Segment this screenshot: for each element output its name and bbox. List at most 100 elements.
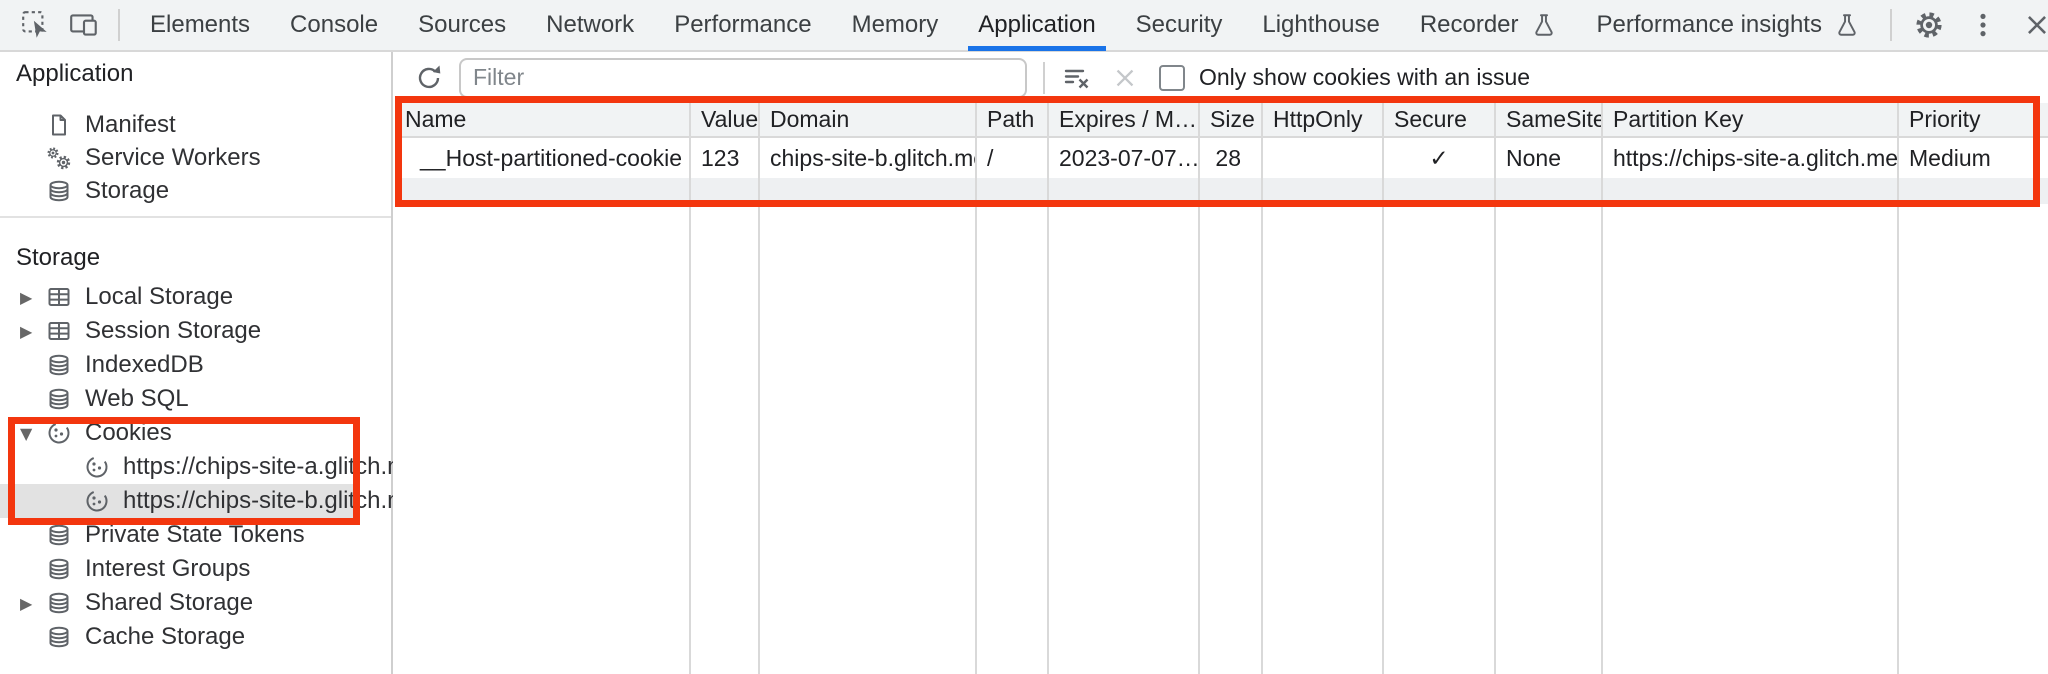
cookies-panel: Only show cookies with an issue Name Val…: [393, 52, 2048, 674]
chevron-down-icon[interactable]: ▼: [20, 423, 33, 443]
column-header-secure[interactable]: Secure: [1384, 103, 1496, 136]
cell-value: 123: [691, 138, 760, 178]
cell-domain: chips-site-b.glitch.me: [760, 138, 977, 178]
empty-cell: [1603, 178, 1899, 204]
tab-sources[interactable]: Sources: [418, 11, 507, 38]
column-header-expires[interactable]: Expires / M…: [1049, 103, 1200, 136]
tab-application[interactable]: Application: [958, 0, 1115, 51]
chevron-right-icon[interactable]: ▶: [20, 321, 33, 341]
tab-performance-insights[interactable]: Performance insights: [1577, 0, 1880, 50]
experiment-flask-icon: [1834, 12, 1860, 38]
cell-secure-checkmark: ✓: [1384, 138, 1496, 178]
empty-cell: [1049, 178, 1200, 204]
tab-security[interactable]: Security: [1135, 11, 1223, 38]
tab-console[interactable]: Console: [290, 11, 379, 38]
tab-elements[interactable]: Elements: [150, 11, 251, 38]
sidebar-item-local-storage[interactable]: ▶ Local Storage: [0, 280, 391, 314]
empty-cell: [1384, 178, 1496, 204]
tab-recorder[interactable]: Recorder: [1400, 0, 1577, 50]
sidebar-item-label: Service Workers: [85, 143, 261, 171]
empty-cell: [760, 204, 977, 674]
cookie-table-header: Name Value Domain Path Expires / M… Size…: [395, 103, 2048, 138]
cell-path: /: [977, 138, 1049, 178]
sidebar-item-cookies-chips-site-a[interactable]: https://chips-site-a.glitch.me: [0, 450, 420, 484]
sidebar-item-label: https://chips-site-a.glitch.me: [123, 453, 421, 480]
filter-input[interactable]: [459, 57, 1027, 98]
sidebar-item-interest-groups[interactable]: Interest Groups: [0, 552, 391, 586]
tab-performance[interactable]: Performance: [674, 11, 812, 38]
column-header-path[interactable]: Path: [977, 103, 1049, 136]
column-header-name[interactable]: Name: [395, 103, 691, 136]
tab-performance-insights-label: Performance insights: [1596, 11, 1822, 38]
inspect-element-icon[interactable]: [18, 7, 54, 43]
database-icon: [46, 522, 72, 548]
cell-partition-key: https://chips-site-a.glitch.me: [1603, 138, 1899, 178]
sidebar-item-private-state-tokens[interactable]: Private State Tokens: [0, 518, 391, 552]
sidebar-item-session-storage[interactable]: ▶ Session Storage: [0, 314, 391, 348]
database-icon: [46, 624, 72, 650]
cell-name: __Host-partitioned-cookie: [395, 138, 691, 178]
empty-cell: [691, 178, 760, 204]
clear-filter-icon[interactable]: [1061, 62, 1093, 94]
sidebar-item-label: Storage: [85, 176, 170, 204]
column-header-httponly[interactable]: HttpOnly: [1263, 103, 1384, 136]
cookie-table-empty-stripe-row: [395, 178, 2048, 204]
sidebar-item-cache-storage[interactable]: Cache Storage: [0, 620, 391, 654]
devtools-tabbar: Elements Console Sources Network Perform…: [0, 0, 2048, 52]
table-grid-icon: [46, 284, 72, 310]
empty-cell: [977, 204, 1049, 674]
storage-tree: ▶ Local Storage ▶ Session Storage Indexe…: [0, 280, 420, 654]
empty-cell: [1899, 204, 2048, 674]
column-header-samesite[interactable]: SameSite: [1496, 103, 1603, 136]
only-show-issue-checkbox[interactable]: [1159, 64, 1185, 91]
column-header-domain[interactable]: Domain: [760, 103, 977, 136]
chevron-right-icon[interactable]: ▶: [20, 593, 33, 613]
sidebar-item-service-workers[interactable]: Service Workers: [0, 141, 391, 174]
sidebar-item-label: Private State Tokens: [85, 521, 305, 548]
sidebar-item-web-sql[interactable]: Web SQL: [0, 382, 391, 416]
sidebar-item-indexeddb[interactable]: IndexedDB: [0, 348, 391, 382]
sidebar-section-application: Application: [16, 60, 134, 87]
settings-gear-icon[interactable]: [1911, 7, 1947, 43]
empty-cell: [760, 178, 977, 204]
empty-cell: [1263, 204, 1384, 674]
sidebar-item-label: Manifest: [85, 110, 176, 138]
database-icon: [46, 556, 72, 582]
sidebar-item-cookies[interactable]: ▼ Cookies: [0, 416, 391, 450]
only-show-issue-label: Only show cookies with an issue: [1199, 64, 1531, 90]
tab-lighthouse[interactable]: Lighthouse: [1262, 11, 1380, 38]
device-toolbar-icon[interactable]: [66, 7, 102, 43]
empty-cell: [1496, 204, 1603, 674]
column-header-value[interactable]: Value: [691, 103, 760, 136]
empty-cell: [691, 204, 760, 674]
empty-cell: [1603, 204, 1899, 674]
cookie-table-empty-area: [395, 204, 2048, 674]
column-header-size[interactable]: Size: [1200, 103, 1263, 136]
delete-cookie-icon[interactable]: [1109, 62, 1141, 94]
cookie-table-row[interactable]: __Host-partitioned-cookie 123 chips-site…: [395, 138, 2048, 178]
sidebar-item-shared-storage[interactable]: ▶ Shared Storage: [0, 586, 391, 620]
close-devtools-icon[interactable]: [2019, 7, 2048, 43]
kebab-menu-icon[interactable]: [1965, 7, 2001, 43]
column-header-priority[interactable]: Priority: [1909, 106, 1981, 132]
column-header-partition-key[interactable]: Partition Key: [1603, 103, 1899, 136]
cell-priority: Medium: [1909, 144, 1991, 171]
sidebar-item-label: Shared Storage: [85, 589, 254, 616]
empty-cell: [1049, 204, 1200, 674]
toolbar-separator: [1043, 61, 1045, 94]
database-icon: [46, 352, 72, 378]
tab-memory[interactable]: Memory: [851, 11, 939, 38]
sidebar-divider: [0, 216, 391, 218]
cell-samesite: None: [1496, 138, 1603, 178]
sidebar-item-label: IndexedDB: [85, 351, 204, 378]
chevron-right-icon[interactable]: ▶: [20, 287, 33, 307]
sidebar-item-storage[interactable]: Storage: [0, 174, 391, 207]
sidebar-item-cookies-chips-site-b[interactable]: https://chips-site-b.glitch.me: [0, 484, 420, 518]
database-icon: [46, 178, 72, 204]
sidebar-item-manifest[interactable]: Manifest: [0, 108, 391, 141]
tabbar-right-controls: [1880, 7, 2048, 43]
tab-network[interactable]: Network: [546, 11, 635, 38]
sidebar-item-label: Local Storage: [85, 283, 234, 310]
sidebar-section-storage: Storage: [16, 244, 101, 271]
refresh-icon[interactable]: [413, 62, 445, 94]
